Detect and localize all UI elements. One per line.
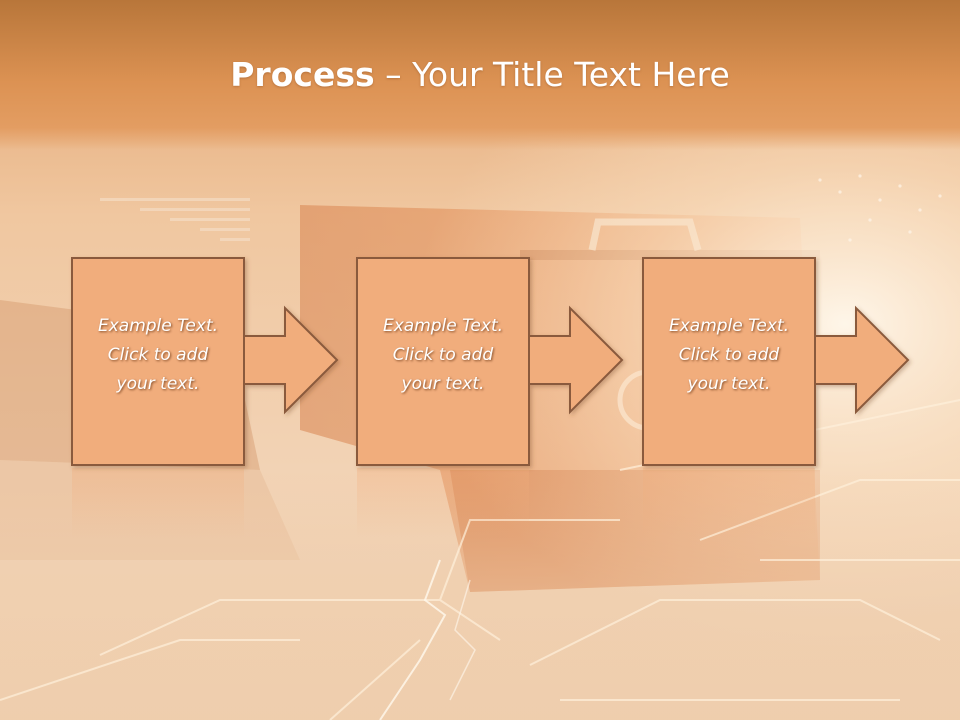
slide-title[interactable]: Process – Your Title Text Here (0, 52, 960, 98)
title-bold: Process (230, 55, 375, 94)
title-rest: – Your Title Text Here (385, 55, 730, 94)
step-3-line-3: your text. (687, 374, 771, 394)
step-2-line-1: Example Text. (382, 316, 504, 336)
step-3-shape[interactable] (642, 257, 910, 466)
step-3-line-2: Click to add (678, 345, 780, 365)
step-1-reflection (72, 468, 244, 538)
step-1-line-2: Click to add (107, 345, 209, 365)
step-3-text[interactable]: Example Text. Click to add your text. (643, 312, 815, 399)
step-1-line-3: your text. (116, 374, 200, 394)
step-2-reflection (357, 468, 529, 538)
step-1-text[interactable]: Example Text. Click to add your text. (72, 312, 244, 399)
step-1-line-1: Example Text. (97, 316, 219, 336)
step-3-line-1: Example Text. (668, 316, 790, 336)
step-3-reflection (643, 468, 815, 538)
step-1-box (71, 257, 245, 466)
step-2-arrow (524, 305, 624, 415)
step-2-shape[interactable] (356, 257, 624, 466)
step-2-text[interactable]: Example Text. Click to add your text. (357, 312, 529, 399)
step-1-shape[interactable] (71, 257, 339, 466)
step-3-box (642, 257, 816, 466)
title-band (0, 0, 960, 150)
step-2-line-3: your text. (401, 374, 485, 394)
step-2-box (356, 257, 530, 466)
step-2-line-2: Click to add (392, 345, 494, 365)
step-1-arrow (239, 305, 339, 415)
step-3-arrow (810, 305, 910, 415)
